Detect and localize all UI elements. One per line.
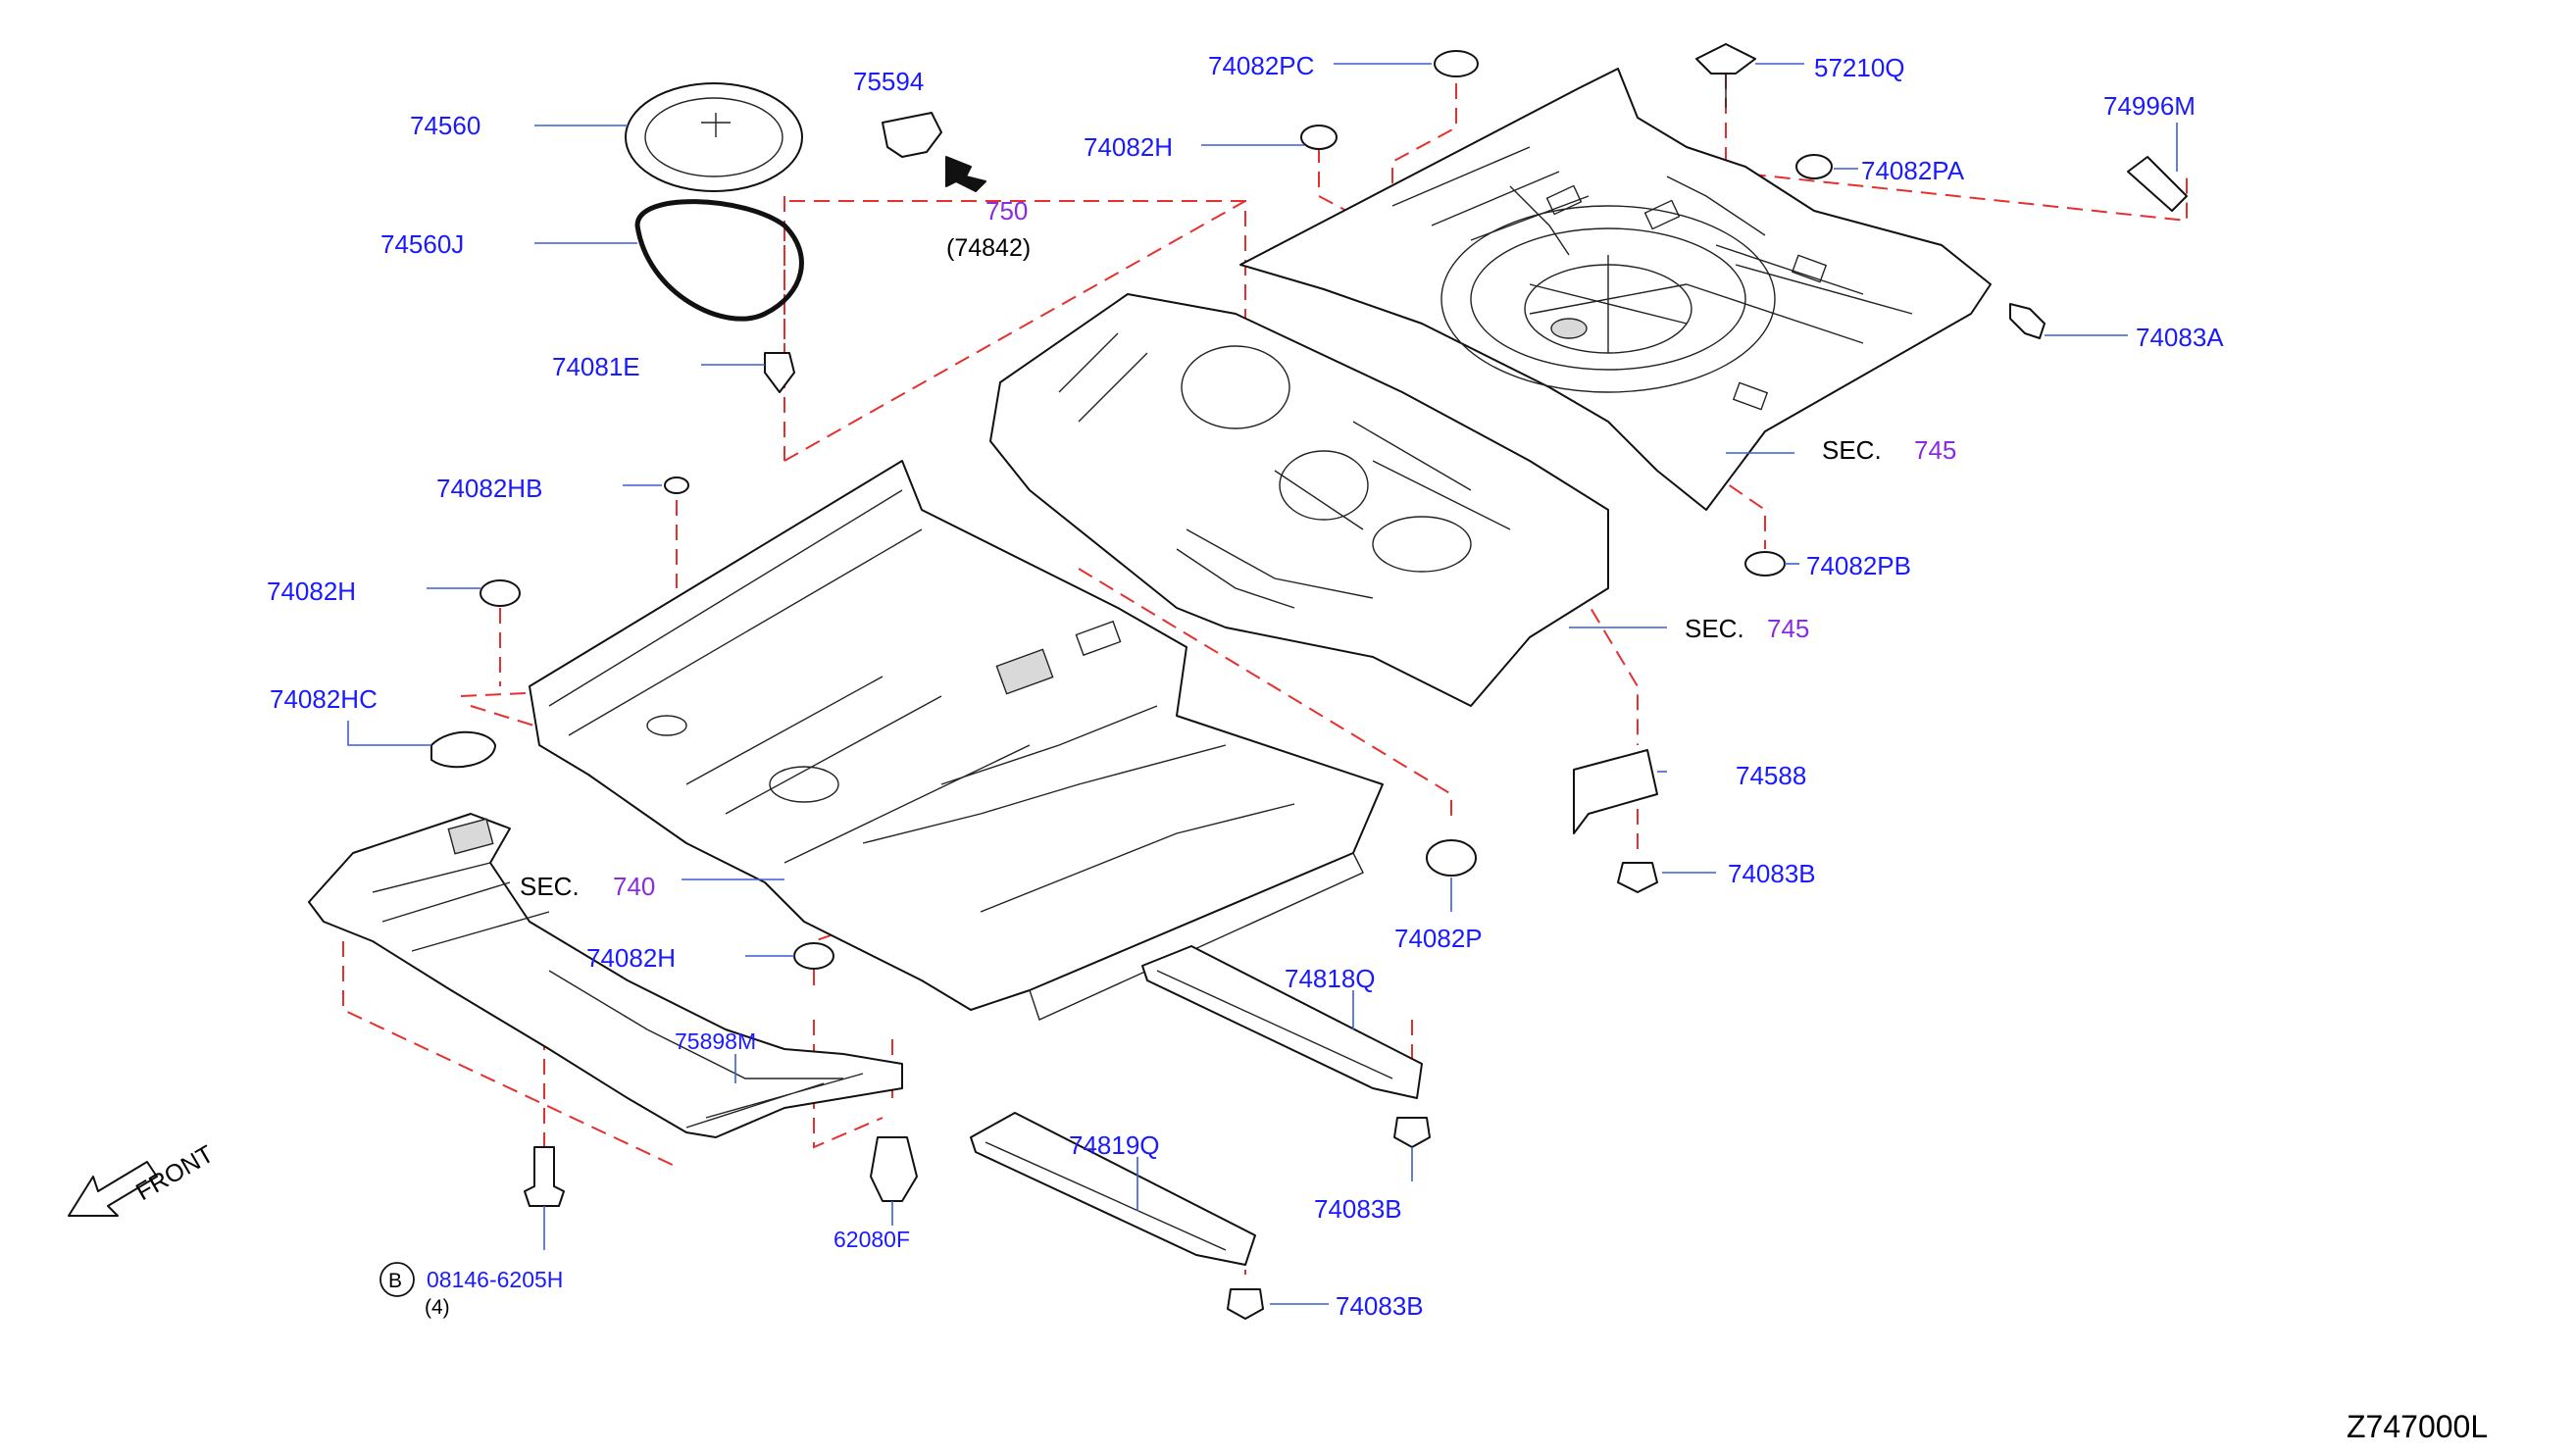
section-prefix-745a: SEC. <box>1822 435 1882 465</box>
label-74083A: 74083A <box>2136 323 2224 352</box>
cross-members <box>970 749 1658 1266</box>
part-labels: 74560 74560J 74081E 75594 750 (74842) 74… <box>131 51 2488 1444</box>
label-74082H-low: 74082H <box>586 943 676 973</box>
label-74560J: 74560J <box>380 229 464 259</box>
ref-750: 750 <box>985 196 1028 226</box>
diagram-code: Z747000L <box>2347 1409 2488 1444</box>
center-floor-panel <box>989 293 1609 707</box>
label-74082PB: 74082PB <box>1806 551 1911 580</box>
label-75898M: 75898M <box>675 1029 756 1054</box>
section-745a: 745 <box>1914 435 1956 465</box>
label-quantity: (4) <box>425 1296 450 1319</box>
label-74082H-mid: 74082H <box>267 577 356 606</box>
bolt-callout-circle <box>379 1262 415 1297</box>
label-75594: 75594 <box>853 67 924 96</box>
label-74083B-b: 74083B <box>1314 1194 1402 1224</box>
label-74082HC: 74082HC <box>270 684 378 714</box>
front-arrow <box>68 1161 158 1217</box>
section-prefix-745b: SEC. <box>1685 614 1744 643</box>
label-74996M: 74996M <box>2103 91 2196 121</box>
label-74818Q: 74818Q <box>1285 964 1376 993</box>
leader-lines <box>347 63 2178 1305</box>
ref-74842: (74842) <box>946 234 1031 262</box>
section-prefix-740: SEC. <box>520 872 580 901</box>
undercover-panel <box>308 813 903 1138</box>
label-74082H-top: 74082H <box>1084 132 1173 162</box>
label-74082HB: 74082HB <box>436 474 542 503</box>
label-74082P: 74082P <box>1394 924 1483 953</box>
label-74819Q: 74819Q <box>1069 1130 1160 1160</box>
label-74560: 74560 <box>410 111 480 140</box>
front-floor-panel <box>529 460 1384 1021</box>
section-745b: 745 <box>1767 614 1809 643</box>
bolt-callout-letter: B <box>388 1270 402 1292</box>
label-74081E: 74081E <box>552 352 640 381</box>
label-74082PA: 74082PA <box>1861 156 1965 185</box>
fasteners <box>430 43 2188 1320</box>
rear-floor-panel <box>1239 68 1992 511</box>
label-57210Q: 57210Q <box>1814 53 1905 82</box>
label-74083B-c: 74083B <box>1336 1291 1424 1321</box>
section-740: 740 <box>613 872 655 901</box>
label-62080F: 62080F <box>833 1227 910 1252</box>
label-74588: 74588 <box>1736 761 1806 790</box>
label-08146-6205H: 08146-6205H <box>427 1267 563 1292</box>
label-74082PC: 74082PC <box>1208 51 1314 80</box>
label-74083B-a: 74083B <box>1728 859 1816 888</box>
front-direction-label: FRONT <box>131 1140 219 1206</box>
